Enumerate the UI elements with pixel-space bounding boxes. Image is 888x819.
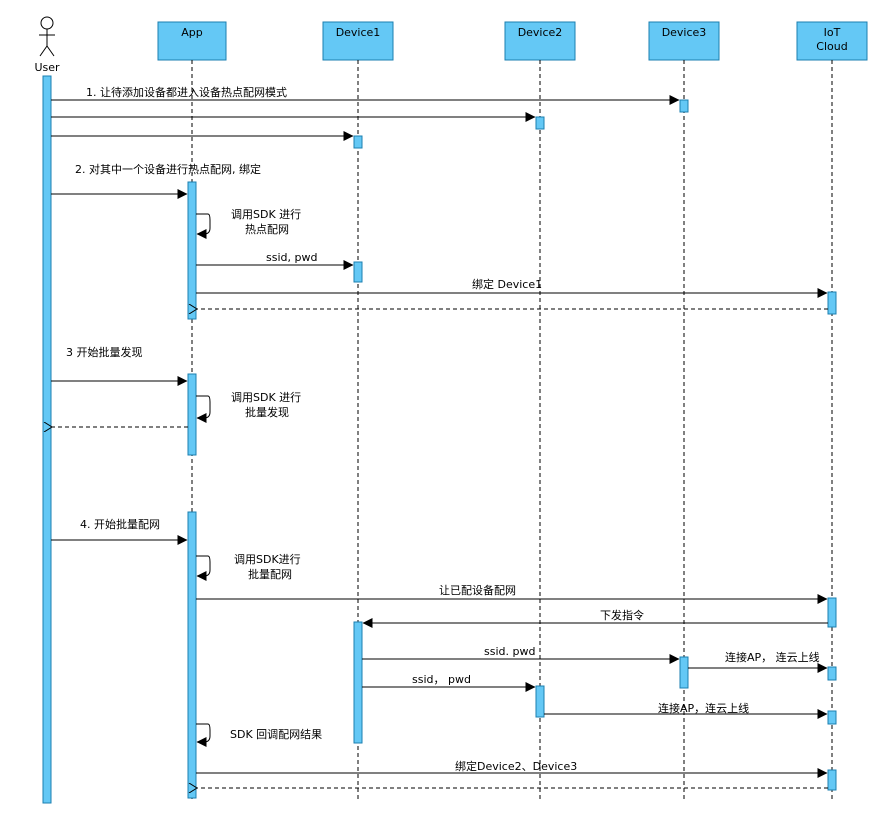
participant-iot-cloud: IoT Cloud — [796, 21, 868, 61]
self-call-discovery-line2: 批量发现 — [245, 405, 289, 419]
activation-device1-2 — [353, 261, 363, 283]
message-online-device2-label: 连接AP，连云上线 — [658, 701, 749, 715]
self-call-batch: 调用SDK进行 批量配网 — [196, 553, 301, 581]
participant-cloud-label-line2: Cloud — [816, 40, 847, 53]
activation-app-3 — [187, 511, 197, 799]
self-call-callback-label: SDK 回调配网结果 — [230, 728, 322, 741]
activation-device1-3 — [353, 621, 363, 744]
participant-device3: Device3 — [648, 21, 720, 61]
message-issue-command-label: 下发指令 — [600, 608, 644, 622]
participant-device1: Device1 — [322, 21, 394, 61]
participant-app: App — [157, 21, 227, 61]
activation-device2-2 — [535, 685, 545, 718]
participant-device1-label: Device1 — [336, 26, 381, 39]
activation-cloud-3 — [827, 666, 837, 681]
message-step3: 3 开始批量发现 — [51, 345, 188, 386]
message-online-device2: 连接AP，连云上线 — [544, 701, 828, 719]
activation-device3-1 — [679, 99, 689, 113]
self-call-hotspot-line2: 热点配网 — [245, 223, 289, 236]
message-cloud-configure-label: 让已配设备配网 — [439, 583, 516, 597]
self-call-callback: SDK 回调配网结果 — [196, 723, 322, 747]
participant-user-label: User — [34, 61, 60, 74]
message-ssid-device1-label: ssid, pwd — [266, 251, 317, 264]
message-step2: 2. 对其中一个设备进行热点配网, 绑定 — [51, 162, 261, 199]
participant-cloud-label-line1: IoT — [824, 26, 841, 39]
activation-device2-1 — [535, 116, 545, 130]
self-call-batch-line2: 批量配网 — [248, 567, 292, 581]
activation-device1-1 — [353, 135, 363, 149]
message-bind-device1: 绑定 Device1 — [196, 277, 828, 309]
actor-user: User — [34, 16, 60, 74]
message-step3-label: 3 开始批量发现 — [66, 345, 143, 359]
message-ssid-device2-label: ssid， pwd — [412, 673, 471, 686]
activation-user — [42, 75, 52, 804]
activation-device3-2 — [679, 656, 689, 689]
user-stick-figure-icon — [39, 16, 55, 57]
message-bind-device1-label: 绑定 Device1 — [472, 277, 542, 291]
message-ssid-device3: ssid. pwd — [362, 645, 680, 664]
message-step1: 1. 让待添加设备都进入设备热点配网模式 — [51, 85, 680, 141]
message-step2-label: 2. 对其中一个设备进行热点配网, 绑定 — [75, 162, 261, 176]
self-call-discovery: 调用SDK 进行 批量发现 — [196, 391, 301, 423]
activation-cloud-4 — [827, 710, 837, 725]
activation-cloud-1 — [827, 291, 837, 315]
message-bind-devices: 绑定Device2、Device3 — [196, 759, 828, 788]
message-ssid-device1: ssid, pwd — [196, 251, 354, 270]
message-issue-command: 下发指令 — [362, 608, 828, 628]
message-bind-devices-label: 绑定Device2、Device3 — [455, 759, 577, 773]
message-cloud-configure: 让已配设备配网 — [196, 583, 828, 604]
self-call-hotspot-line1: 调用SDK 进行 — [231, 208, 301, 221]
activation-cloud-5 — [827, 769, 837, 791]
self-call-hotspot: 调用SDK 进行 热点配网 — [196, 208, 301, 239]
activation-app-1 — [187, 181, 197, 320]
message-ssid-device2: ssid， pwd — [362, 673, 536, 692]
participant-device2: Device2 — [504, 21, 576, 61]
participant-device2-label: Device2 — [518, 26, 563, 39]
message-online-device3-label: 连接AP， 连云上线 — [725, 650, 820, 664]
message-step1-label: 1. 让待添加设备都进入设备热点配网模式 — [86, 85, 287, 99]
participant-app-label: App — [181, 26, 203, 39]
message-online-device3: 连接AP， 连云上线 — [688, 650, 828, 673]
activation-app-2 — [187, 373, 197, 456]
message-step4: 4. 开始批量配网 — [51, 517, 188, 545]
participant-device3-label: Device3 — [662, 26, 707, 39]
self-call-batch-line1: 调用SDK进行 — [234, 553, 301, 566]
message-ssid-device3-label: ssid. pwd — [484, 645, 535, 658]
self-call-discovery-line1: 调用SDK 进行 — [231, 391, 301, 404]
activation-cloud-2 — [827, 597, 837, 628]
message-step4-label: 4. 开始批量配网 — [80, 517, 160, 531]
